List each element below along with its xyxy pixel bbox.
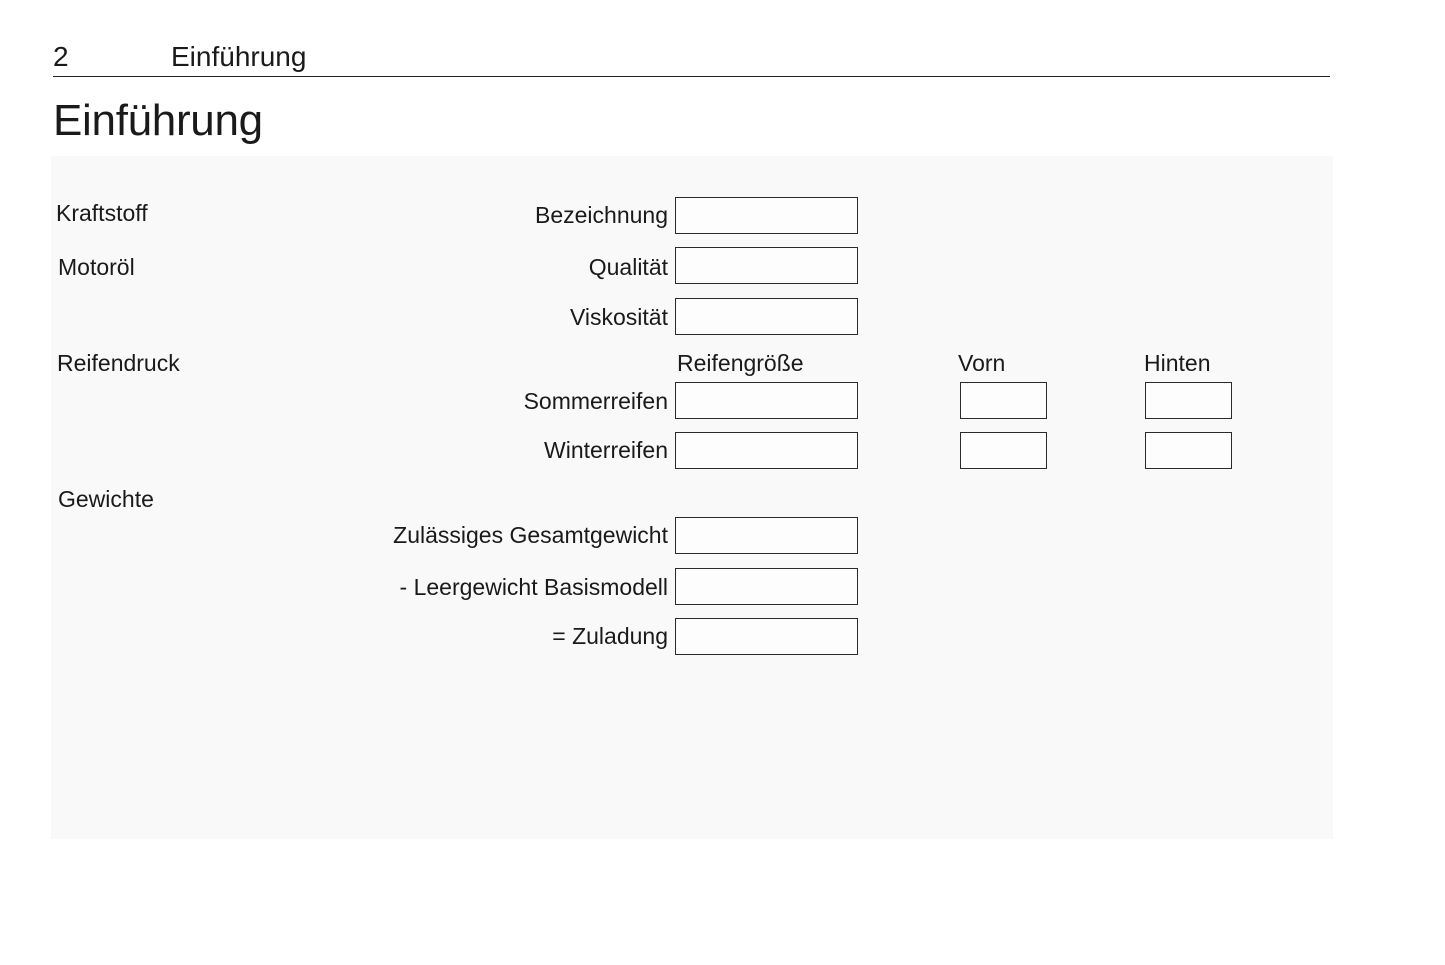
winter-front-pressure-field[interactable] — [960, 432, 1047, 469]
field-label-designation: Bezeichnung — [535, 202, 668, 228]
kerb-weight-field[interactable] — [675, 568, 858, 605]
section-label-tyre-pressure: Reifendruck — [57, 350, 180, 376]
column-header-rear: Hinten — [1144, 350, 1211, 376]
column-header-front: Vorn — [958, 350, 1006, 376]
field-label-gross-weight: Zulässiges Gesamtgewicht — [393, 522, 668, 548]
section-label-weights: Gewichte — [58, 486, 154, 512]
summer-rear-pressure-field[interactable] — [1145, 382, 1232, 419]
field-label-quality: Qualität — [588, 254, 668, 280]
winter-tyre-size-field[interactable] — [675, 432, 858, 469]
summer-front-pressure-field[interactable] — [960, 382, 1047, 419]
page-number: 2 — [53, 41, 69, 72]
column-header-tyre-size: Reifengröße — [677, 350, 804, 376]
field-label-payload: = Zuladung — [552, 623, 668, 649]
section-label-fuel: Kraftstoff — [56, 200, 148, 226]
field-label-winter-tyres: Winterreifen — [544, 437, 668, 463]
field-label-summer-tyres: Sommerreifen — [523, 388, 668, 414]
page-title: Einführung — [53, 96, 263, 145]
summer-tyre-size-field[interactable] — [675, 382, 858, 419]
fuel-designation-field[interactable] — [675, 197, 858, 234]
field-label-viscosity: Viskosität — [569, 304, 668, 330]
winter-rear-pressure-field[interactable] — [1145, 432, 1232, 469]
oil-quality-field[interactable] — [675, 247, 858, 284]
running-title: Einführung — [171, 41, 307, 72]
section-label-engine-oil: Motoröl — [58, 254, 135, 280]
page-header: 2 Einführung — [53, 38, 1330, 77]
oil-viscosity-field[interactable] — [675, 298, 858, 335]
payload-field[interactable] — [675, 618, 858, 655]
gross-weight-field[interactable] — [675, 517, 858, 554]
field-label-kerb-weight: - Leergewicht Basismodell — [399, 574, 668, 600]
